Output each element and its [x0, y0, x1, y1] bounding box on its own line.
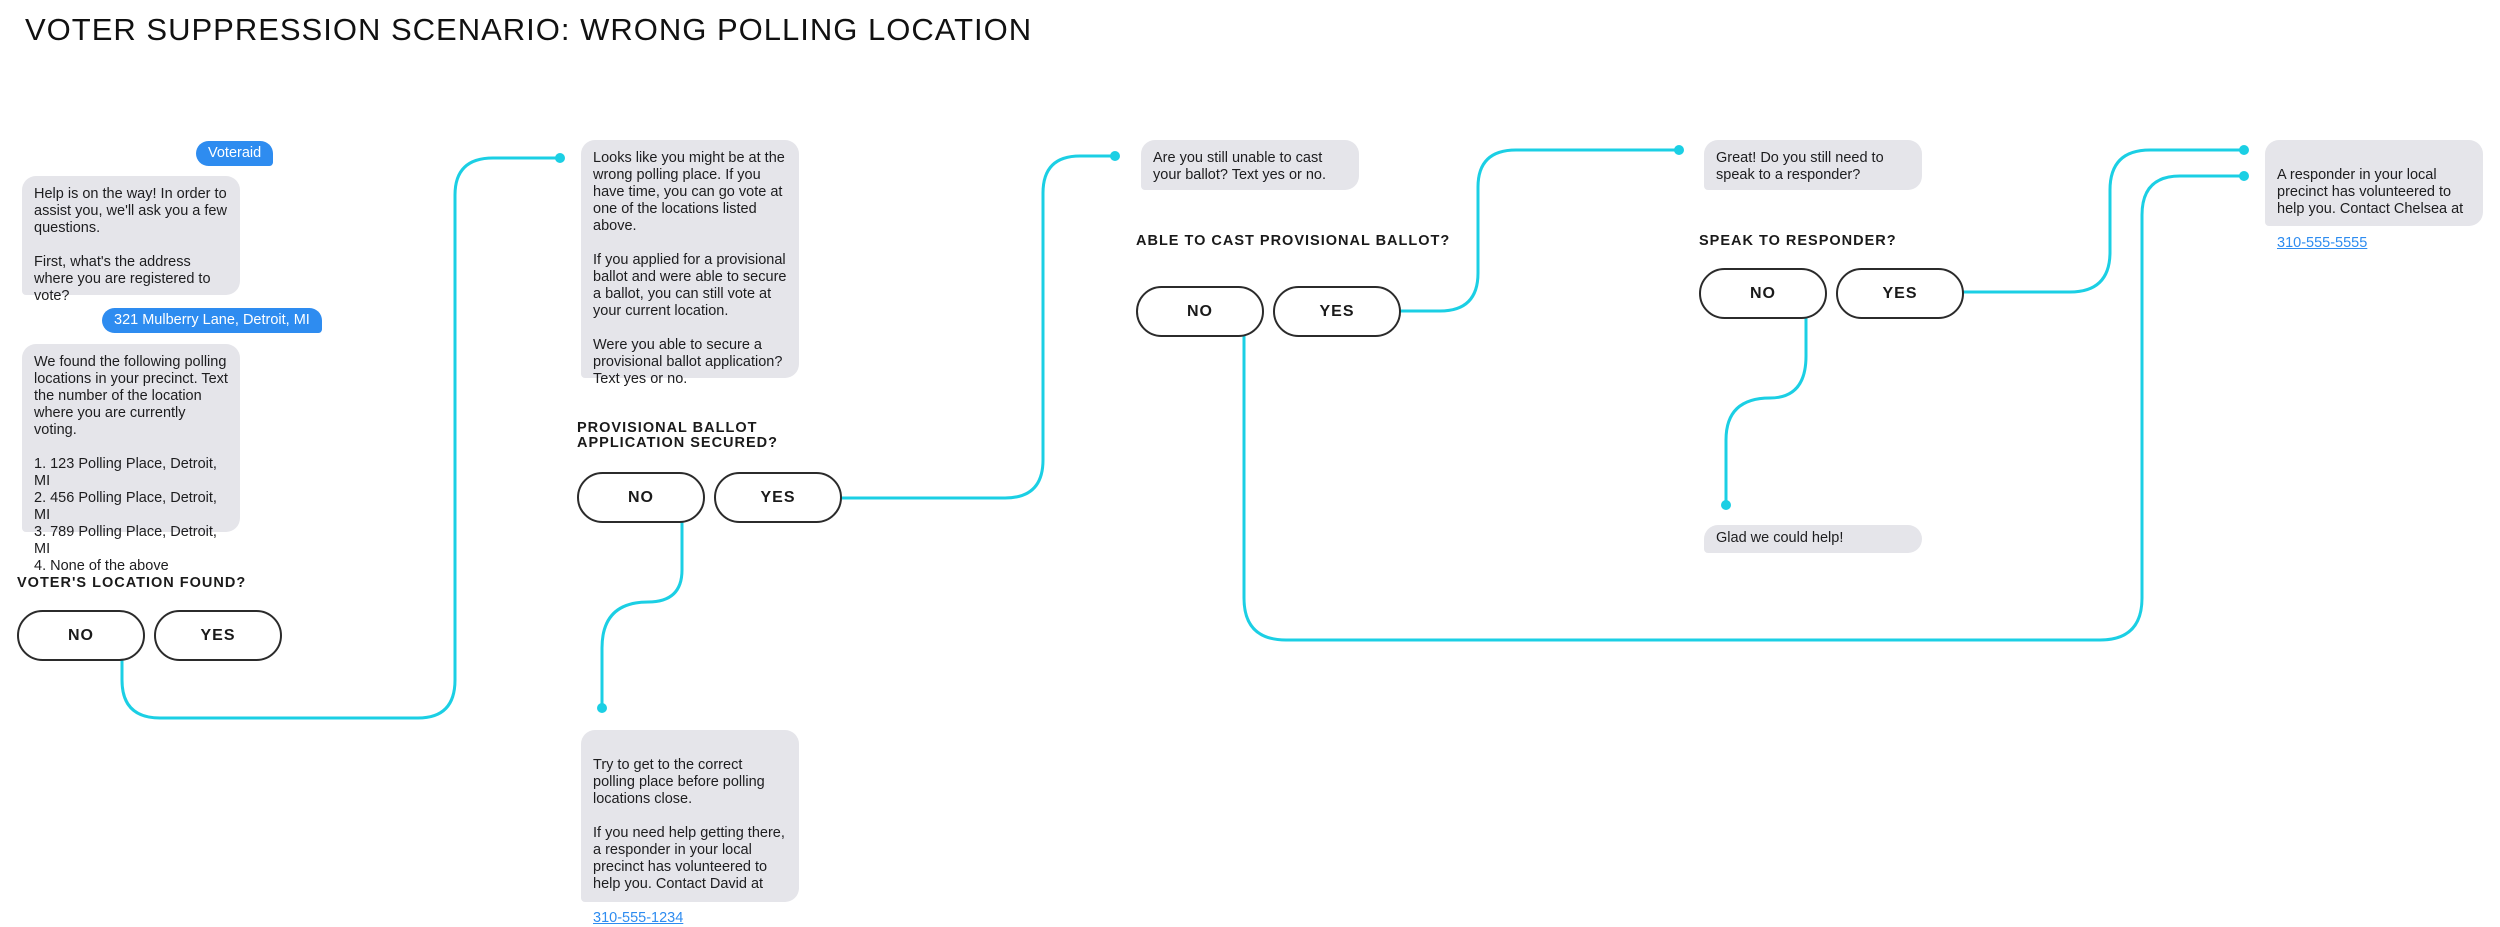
unable-message-bubble: Are you still unable to cast your ballot… — [1141, 140, 1359, 190]
correct-place-text: Try to get to the correct polling place … — [593, 757, 785, 892]
connector-cast-no-to-responder-end-dot — [2239, 171, 2249, 181]
connector-speak-yes-to-responder — [1945, 148, 2244, 294]
connector-ballot-no-to-correct-place — [600, 498, 684, 708]
sender-bubble-voteraid: Voteraid — [196, 141, 274, 166]
wrong-place-message-bubble: Looks like you might be at the wrong pol… — [581, 140, 799, 387]
question-speak-to-responder: SPEAK TO RESPONDER? — [1699, 233, 1897, 249]
david-phone-link[interactable]: 310-555-1234 — [593, 910, 684, 926]
connector-cast-yes-to-great — [1380, 148, 1679, 313]
connector-ballot-yes-to-unable-end-dot — [1110, 151, 1120, 161]
help-message-bubble: Help is on the way! In order to assist y… — [22, 176, 240, 304]
connector-speak-no-to-glad — [1724, 294, 1808, 505]
page-title: VOTER SUPPRESSION SCENARIO: WRONG POLLIN… — [25, 12, 1033, 47]
address-reply-bubble: 321 Mulberry Lane, Detroit, MI — [102, 308, 322, 333]
connector-location-no-to-wrong-place-end-dot — [555, 153, 565, 163]
correct-place-message-bubble: Try to get to the correct polling place … — [581, 730, 799, 926]
ballot-secured-yes-button[interactable]: YES — [714, 472, 842, 523]
locations-message-bubble: We found the following polling locations… — [22, 344, 240, 574]
question-provisional-ballot-secured: PROVISIONAL BALLOT APPLICATION SECURED? — [577, 420, 778, 451]
responder-text: A responder in your local precinct has v… — [2277, 167, 2464, 217]
connector-speak-yes-to-responder-end-dot — [2239, 145, 2249, 155]
responder-message-bubble: A responder in your local precinct has v… — [2265, 140, 2483, 251]
great-message-bubble: Great! Do you still need to speak to a r… — [1704, 140, 1922, 190]
connector-speak-no-to-glad-end-dot — [1721, 500, 1731, 510]
connector-ballot-no-to-correct-place-end-dot — [597, 703, 607, 713]
location-found-no-button[interactable]: NO — [17, 610, 145, 661]
able-to-cast-no-button[interactable]: NO — [1136, 286, 1264, 337]
speak-no-button[interactable]: NO — [1699, 268, 1827, 319]
ballot-secured-no-button[interactable]: NO — [577, 472, 705, 523]
chelsea-phone-link[interactable]: 310-555-5555 — [2277, 235, 2368, 251]
glad-message-bubble: Glad we could help! — [1704, 525, 1922, 553]
question-able-to-cast: ABLE TO CAST PROVISIONAL BALLOT? — [1136, 233, 1451, 249]
speak-yes-button[interactable]: YES — [1836, 268, 1964, 319]
connector-cast-yes-to-great-end-dot — [1674, 145, 1684, 155]
question-location-found: VOTER'S LOCATION FOUND? — [17, 575, 247, 591]
location-found-yes-button[interactable]: YES — [154, 610, 282, 661]
able-to-cast-yes-button[interactable]: YES — [1273, 286, 1401, 337]
